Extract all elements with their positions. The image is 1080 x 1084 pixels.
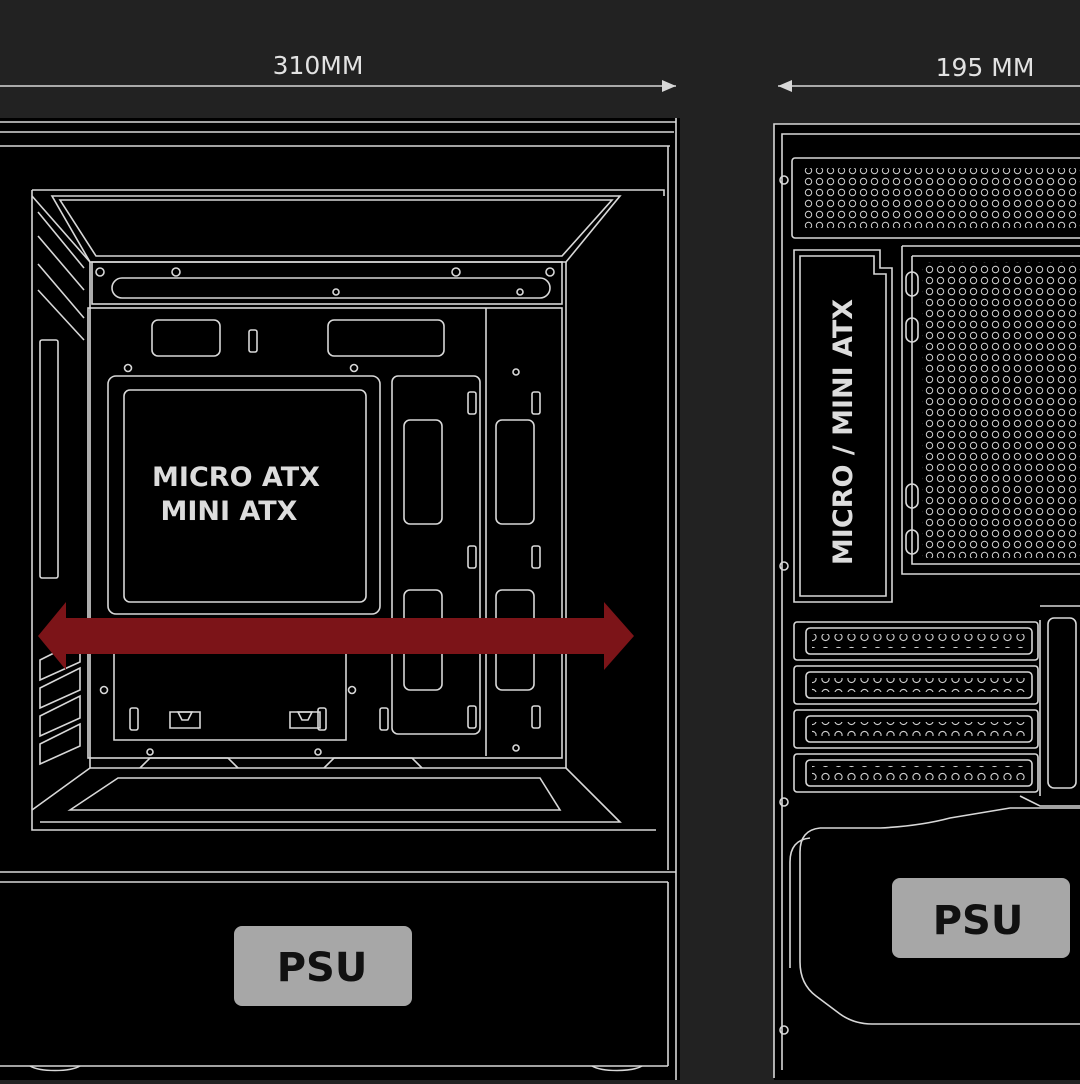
side-top-vent xyxy=(791,157,1080,239)
front-psu-chamber: PSU xyxy=(0,871,676,1072)
width-arrow-right-icon xyxy=(662,80,676,92)
front-backplate xyxy=(87,261,563,769)
width-label: 310MM xyxy=(273,51,364,80)
front-psu-label: PSU xyxy=(277,945,368,991)
motherboard-width-arrow xyxy=(38,602,634,670)
side-psu-bay: PSU xyxy=(789,807,1080,1025)
width-dimension: 310MM xyxy=(0,51,676,92)
front-motherboard: MICRO ATX MINI ATX xyxy=(107,375,381,615)
depth-label: 195 MM xyxy=(936,53,1035,82)
front-view: MICRO ATX MINI ATX xyxy=(0,118,680,1080)
side-view: MICRO / MINI ATX xyxy=(773,123,1080,1080)
double-arrow-icon xyxy=(38,602,634,670)
side-board-label: MICRO / MINI ATX xyxy=(828,299,859,565)
front-psu-box xyxy=(234,926,412,1006)
side-psu-box xyxy=(892,878,1070,958)
front-board-label-line2: MINI ATX xyxy=(161,496,298,527)
side-psu-label: PSU xyxy=(933,898,1024,944)
front-chamber xyxy=(31,189,665,831)
side-expansion-slots xyxy=(793,605,1080,807)
depth-arrow-left-icon xyxy=(778,80,792,92)
side-motherboard-area: MICRO / MINI ATX xyxy=(793,249,893,603)
front-board-label-line1: MICRO ATX xyxy=(152,462,320,493)
side-mesh-panel xyxy=(901,245,1080,575)
depth-dimension: 195 MM xyxy=(778,53,1080,92)
